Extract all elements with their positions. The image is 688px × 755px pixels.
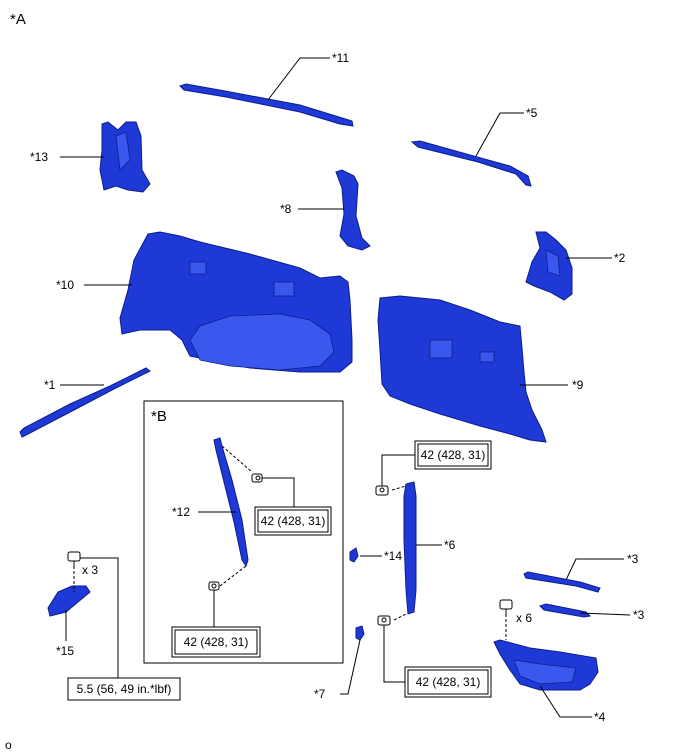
part-8-pillar-garnish (335, 169, 371, 251)
part-9-detail-b (479, 351, 495, 363)
part-15-bracket (47, 585, 91, 617)
leader-bolt-6-lower (383, 625, 405, 683)
part-14-clip (349, 547, 359, 563)
part-10-wheelhouse (189, 313, 335, 371)
callout-14: *14 (384, 549, 402, 563)
part-1-garnish-strip (19, 367, 151, 438)
footer-id: o (5, 738, 12, 752)
part-13-detail (115, 131, 131, 171)
torque-label-4: 42 (428, 31) (416, 675, 481, 689)
view-b-frame (143, 400, 344, 664)
qty-label-15: x 3 (82, 563, 98, 577)
torque-label-5: 5.5 (56, 49 in.*lbf) (77, 682, 172, 696)
torque-box-4: 42 (428, 31) (404, 666, 492, 698)
callout-6: *6 (444, 538, 456, 552)
torque-box-1: 42 (428, 31) (414, 440, 492, 470)
dash-b-lower (219, 565, 247, 587)
callout-5: *5 (526, 106, 538, 120)
part-3-strip-upper (523, 571, 601, 593)
callout-12: *12 (172, 505, 190, 519)
callout-4: *4 (594, 710, 606, 724)
part-9-quarter-trim (377, 295, 547, 443)
bolt-15 (67, 551, 81, 566)
leader-7 (340, 639, 361, 695)
bolt-6-upper (375, 485, 389, 496)
bolt-b-upper (251, 473, 263, 483)
callout-15: *15 (56, 644, 74, 658)
bolt-b-lower (208, 581, 220, 591)
callout-2: *2 (614, 251, 626, 265)
leader-5 (475, 112, 524, 157)
torque-label-1: 42 (428, 31) (421, 448, 486, 462)
callout-10: *10 (56, 278, 74, 292)
torque-label-3: 42 (428, 31) (184, 635, 249, 649)
leader-bolt-b-upper (262, 477, 295, 507)
callout-1: *1 (44, 378, 56, 392)
bolt-4 (499, 599, 513, 614)
view-b-label: *B (151, 408, 167, 425)
leader-bolt-15 (80, 557, 119, 678)
part-7-cover (355, 625, 365, 641)
part-10-detail-b (273, 281, 295, 297)
leader-3-upper (565, 558, 624, 581)
torque-box-3: 42 (428, 31) (171, 626, 261, 658)
part-3-strip-lower (539, 603, 592, 618)
leader-11 (267, 57, 330, 101)
dash-6-lower (393, 613, 407, 621)
dash-b-upper (221, 445, 253, 473)
part-12-seat-belt (213, 437, 249, 568)
torque-label-2: 42 (428, 31) (261, 514, 326, 528)
leader-4 (539, 685, 592, 718)
part-9-detail-a (429, 339, 453, 359)
part-4-detail (513, 659, 577, 685)
callout-8: *8 (280, 202, 292, 216)
part-10-detail-a (189, 261, 207, 275)
part-6-seat-belt (403, 481, 417, 615)
qty-label-4: x 6 (516, 611, 532, 625)
callout-3-lower: *3 (633, 608, 645, 622)
callout-11: *11 (332, 51, 349, 65)
leader-3-lower (579, 612, 631, 616)
dash-6-upper (391, 485, 407, 491)
callout-9: *9 (572, 378, 584, 392)
part-2-detail (545, 249, 561, 277)
leader-bolt-6-upper (381, 454, 415, 486)
view-a-label: *A (10, 11, 26, 28)
part-5-roof-garnish (410, 140, 532, 187)
part-11-roof-garnish (179, 83, 354, 127)
callout-3-upper: *3 (627, 552, 639, 566)
callout-7: *7 (314, 687, 326, 701)
callout-13: *13 (30, 150, 48, 164)
torque-box-2: 42 (428, 31) (254, 506, 332, 536)
torque-box-5: 5.5 (56, 49 in.*lbf) (67, 677, 181, 701)
bolt-6-lower (377, 615, 391, 626)
